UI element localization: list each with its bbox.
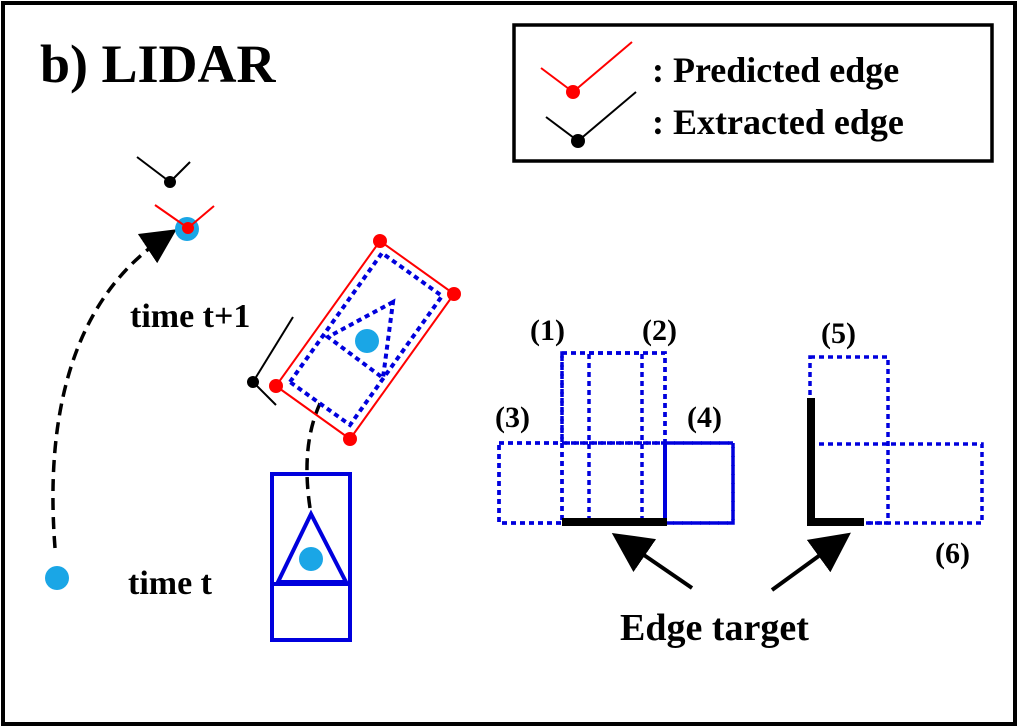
case-4-label: (4)	[687, 401, 722, 434]
edge-target-grid-b	[807, 355, 984, 526]
case-3-label: (3)	[495, 401, 530, 434]
case-5-label: (5)	[821, 317, 856, 350]
predicted-edge-legend-icon	[540, 41, 633, 99]
case-4-cell	[663, 441, 735, 525]
time-t1-label: time t+1	[130, 298, 250, 335]
case-1-column	[560, 351, 644, 525]
case-6-cell	[808, 442, 984, 525]
vehicle-box-time-t	[270, 472, 352, 642]
vehicle-extracted-edge	[247, 316, 294, 406]
point-predicted-edge	[154, 204, 215, 234]
vehicle-center-time-t	[299, 547, 323, 571]
point-object-time-t	[45, 566, 69, 590]
edge-target-arrow-b	[770, 532, 851, 592]
vehicle-center-time-t1	[355, 329, 379, 353]
point-trajectory-arrow	[51, 229, 177, 549]
case-6-label: (6)	[935, 537, 970, 570]
case-5-cell	[808, 355, 890, 525]
case-1-label: (1)	[530, 314, 565, 347]
vehicle-heading-triangle-time-t1	[324, 298, 396, 382]
diagram-title: b) LIDAR	[40, 34, 277, 94]
point-object-trajectory	[45, 156, 215, 590]
case-2-cell	[587, 351, 667, 525]
vehicle-heading-triangle-time-t	[274, 509, 350, 584]
legend-box	[512, 23, 994, 163]
case-1-cell	[560, 351, 667, 445]
predicted-edge-legend-label: : Predicted edge	[652, 50, 899, 90]
extracted-edge-legend-icon	[545, 91, 637, 148]
case-3-cell	[497, 441, 564, 525]
point-extracted-edge	[136, 156, 191, 188]
vehicle-time-t	[270, 472, 352, 642]
edge-target-grid-a	[497, 351, 735, 526]
vehicle-time-t1	[247, 234, 461, 446]
time-t-label: time t	[128, 565, 213, 602]
case-centre-row	[497, 441, 735, 525]
case-2-label: (2)	[642, 314, 677, 347]
legend: : Predicted edge : Extracted edge	[512, 23, 994, 163]
vehicle-predicted-edges	[269, 234, 461, 446]
edge-target-b	[807, 398, 864, 526]
edge-target-label: Edge target	[620, 607, 809, 649]
extracted-edge-legend-label: : Extracted edge	[652, 102, 904, 142]
edge-target-arrow-a	[611, 532, 694, 590]
